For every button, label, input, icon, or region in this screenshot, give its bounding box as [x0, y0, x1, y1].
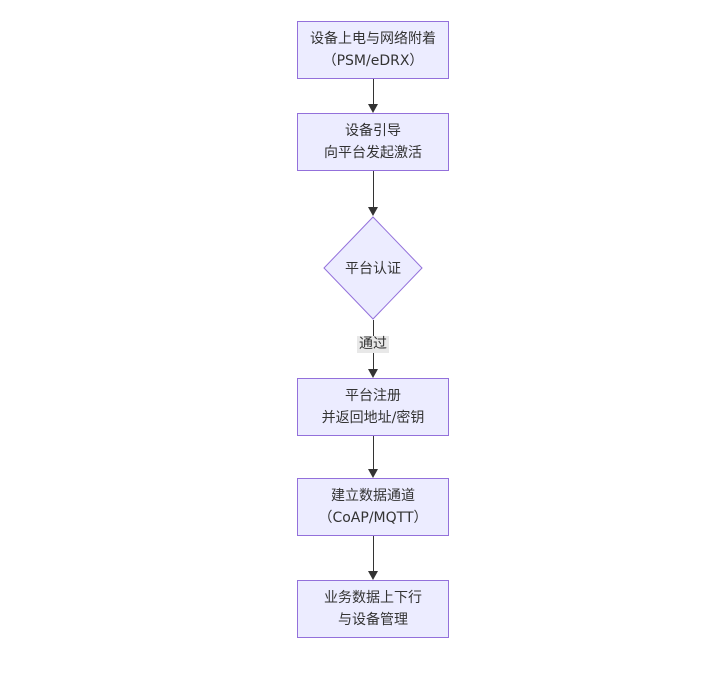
node-business-line2: 与设备管理	[338, 612, 408, 628]
node-register-line1: 平台注册	[345, 388, 401, 404]
edge-power-to-bootstrap	[368, 79, 378, 113]
node-data-channel: 建立数据通道 （CoAP/MQTT）	[297, 478, 449, 536]
edge-label-pass: 通过	[357, 336, 389, 353]
node-power-attach-line2: （PSM/eDRX）	[322, 53, 424, 69]
arrowhead-down-icon	[368, 469, 378, 478]
edge-auth-to-register: 通过	[357, 320, 389, 378]
node-data-channel-line2: （CoAP/MQTT）	[318, 510, 428, 526]
node-bootstrap: 设备引导 向平台发起激活	[297, 113, 449, 171]
node-data-channel-line1: 建立数据通道	[331, 488, 415, 504]
node-auth-decision-label: 平台认证	[345, 261, 401, 277]
node-bootstrap-line2: 向平台发起激活	[324, 145, 422, 161]
arrowhead-down-icon	[368, 207, 378, 216]
edge-line	[372, 536, 374, 571]
node-register: 平台注册 并返回地址/密钥	[297, 378, 449, 436]
node-register-line2: 并返回地址/密钥	[321, 410, 425, 426]
edge-line	[372, 353, 374, 369]
node-business-line1: 业务数据上下行	[324, 590, 422, 606]
edge-channel-to-business	[368, 536, 378, 580]
arrowhead-down-icon	[368, 571, 378, 580]
arrowhead-down-icon	[368, 104, 378, 113]
edge-line	[372, 79, 374, 104]
node-business: 业务数据上下行 与设备管理	[297, 580, 449, 638]
node-power-attach: 设备上电与网络附着 （PSM/eDRX）	[297, 21, 449, 79]
diamond-shape-icon	[323, 216, 423, 320]
node-auth-decision: 平台认证	[323, 216, 423, 320]
edge-line	[372, 436, 374, 469]
node-bootstrap-line1: 设备引导	[345, 123, 401, 139]
edge-line	[372, 320, 374, 336]
edge-register-to-channel	[368, 436, 378, 478]
flowchart-canvas: 设备上电与网络附着 （PSM/eDRX） 设备引导 向平台发起激活 平台认证 通…	[10, 0, 726, 700]
edge-bootstrap-to-auth	[368, 171, 378, 216]
edge-line	[372, 171, 374, 207]
node-power-attach-line1: 设备上电与网络附着	[310, 31, 436, 47]
arrowhead-down-icon	[368, 369, 378, 378]
